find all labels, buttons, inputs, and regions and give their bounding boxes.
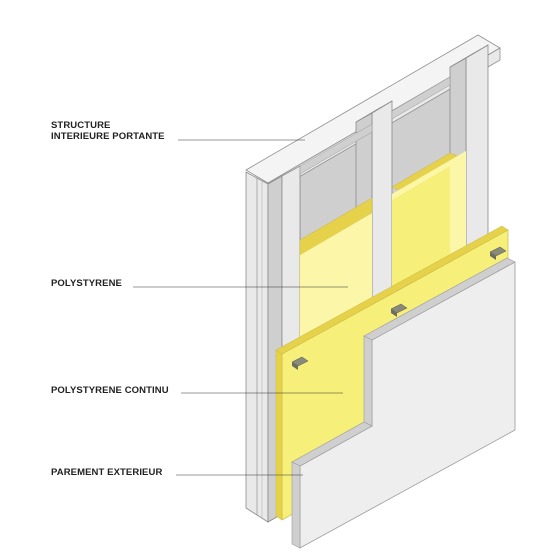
stud-middle-top (355, 100, 393, 123)
continuous-polystyrene-top (275, 225, 509, 355)
fastener-3 (489, 246, 507, 260)
fasteners (291, 246, 507, 370)
stud-right-top (449, 44, 489, 68)
label-polystyrene: POLYSTYRENE (51, 278, 122, 289)
cladding-edge-step-left (363, 335, 373, 427)
structure-ledge (299, 123, 373, 175)
exterior-cladding (291, 257, 516, 549)
structure-ledge-2 (391, 76, 451, 120)
label-structure-line-2: INTERIEURE PORTANTE (51, 131, 165, 142)
stud-right-front (465, 44, 489, 249)
label-parement-exterieur: PAREMENT EXTERIEUR (51, 467, 163, 478)
fastener-2 (390, 303, 408, 317)
cladding-edge-left (291, 461, 301, 549)
label-structure-line-1: STRUCTURE (51, 120, 111, 131)
continuous-polystyrene-edge (275, 349, 283, 521)
polystyrene-bay-2-lower (392, 166, 450, 291)
label-structure: STRUCTURE INTERIEURE PORTANTE (51, 120, 165, 142)
fastener-1 (291, 356, 309, 370)
leader-lines (133, 139, 348, 476)
label-polystyrene-continu: POLYSTYRENE CONTINU (51, 385, 169, 396)
